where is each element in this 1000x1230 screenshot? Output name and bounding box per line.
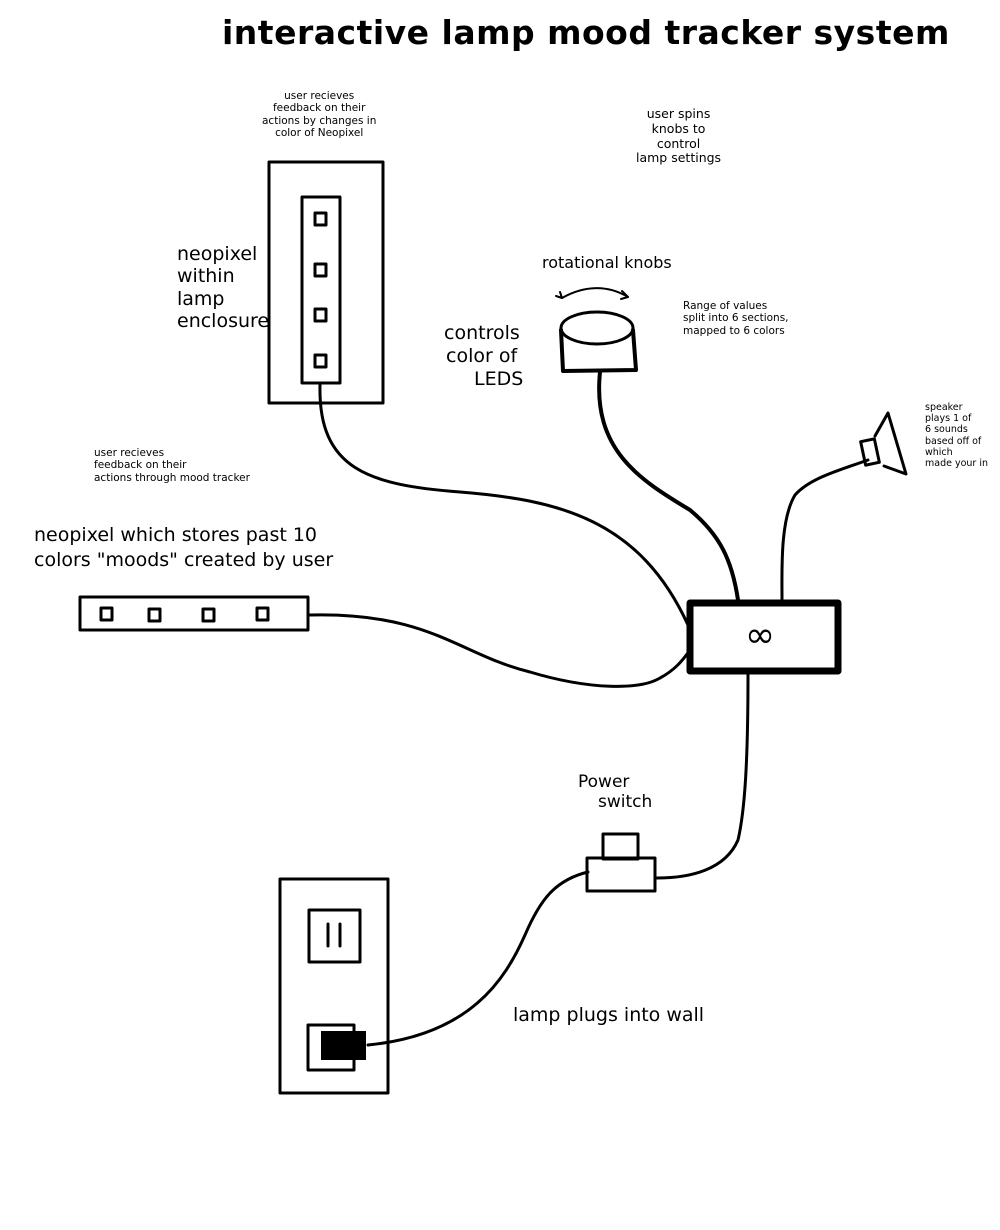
wire-switch-to-wall	[366, 870, 590, 1047]
mood-led-1	[99, 606, 114, 622]
wire-lamp-to-arduino	[318, 383, 690, 627]
mood-led-4	[255, 606, 270, 622]
wire-strip-to-arduino	[308, 613, 692, 688]
outlet-top-socket	[307, 908, 362, 964]
note-speaker: speaker plays 1 of 6 sounds based off of…	[925, 402, 989, 470]
lamp-led-4	[313, 353, 328, 369]
note-range-of-values: Range of values split into 6 sections, m…	[683, 300, 789, 337]
wall-outlet	[278, 877, 390, 1095]
note-lamp-feedback: user recieves feedback on their actions …	[262, 90, 377, 140]
power-switch-body	[585, 856, 657, 893]
label-power-switch: Power switch	[578, 772, 653, 813]
lamp-plug	[321, 1031, 366, 1060]
label-rotational-knobs: rotational knobs	[542, 253, 672, 272]
label-neopixel-enclosure: neopixel within lamp enclosure	[177, 243, 270, 333]
power-switch-button	[601, 832, 640, 861]
mood-neopixel-strip	[78, 595, 310, 632]
lamp-led-1	[313, 211, 328, 227]
note-knob-spin: user spins knobs to control lamp setting…	[636, 106, 722, 166]
speaker-icon	[859, 411, 908, 476]
mood-led-3	[201, 607, 216, 623]
label-mood-strip: neopixel which stores past 10 colors "mo…	[34, 524, 334, 571]
lamp-led-3	[313, 307, 328, 323]
wire-arduino-to-switch	[655, 671, 750, 880]
mood-led-2	[147, 607, 162, 623]
lamp-neopixel-strip	[300, 195, 342, 385]
note-mood-feedback: user recieves feedback on their actions …	[94, 447, 250, 484]
label-controls-color: controls color of LEDS	[444, 322, 524, 390]
knob-top	[559, 310, 635, 346]
knob-rotation-arrow-icon	[561, 287, 629, 299]
lamp-led-2	[313, 262, 328, 278]
infinity-icon: ∞	[745, 615, 775, 656]
wire-speaker-to-arduino	[780, 458, 870, 602]
lamp-enclosure	[267, 160, 385, 405]
page-title: interactive lamp mood tracker system	[222, 13, 950, 52]
wire-knob-to-arduino	[597, 370, 740, 602]
label-wall-plug: lamp plugs into wall	[513, 1004, 705, 1026]
arduino-board	[686, 599, 842, 675]
knob-body	[559, 328, 638, 373]
